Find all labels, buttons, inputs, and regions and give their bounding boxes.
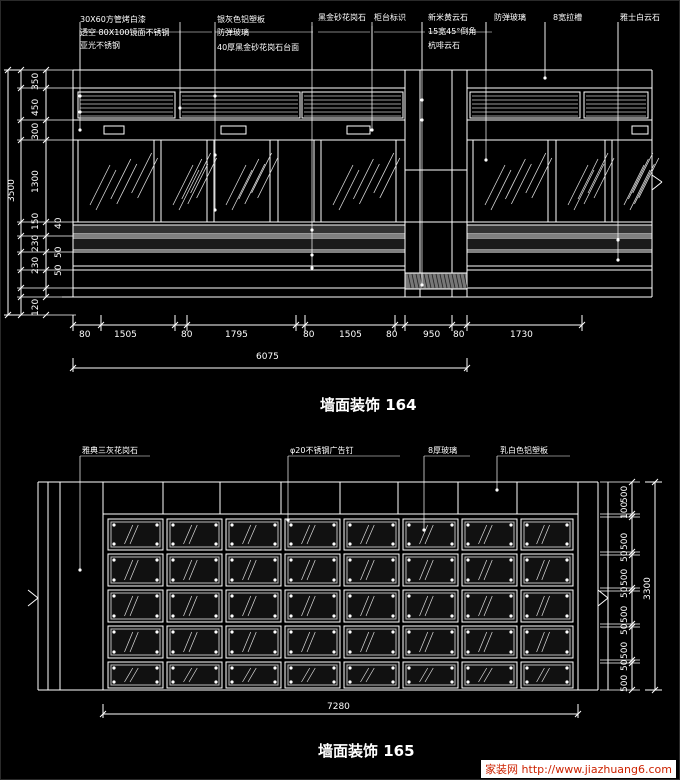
dim-v-7: 230 <box>31 256 41 274</box>
dim165-v-4: 500 <box>620 568 630 586</box>
dim-h-6: 80 <box>386 330 398 340</box>
dim-v-8: 50 <box>54 246 64 258</box>
callout-black-granite: 黑金砂花岗石 <box>318 13 366 22</box>
dim165-v-1: 100 <box>620 501 630 519</box>
dim-h-5: 1505 <box>339 330 362 340</box>
dim-v-0: 350 <box>31 72 41 90</box>
callout-granite-counter: 40厚黑金砂花岗石台面 <box>217 43 300 52</box>
dim-total-height-164: 3500 <box>7 179 17 202</box>
dim-total-height-165: 3300 <box>643 577 653 600</box>
callout-beige-marble: 新米黄云石 <box>428 13 468 22</box>
dim-h-8: 80 <box>453 330 465 340</box>
callout-ad-nail: φ20不锈钢广告钉 <box>290 446 354 455</box>
dim-v-3: 1300 <box>31 170 41 193</box>
callout-bulletproof-glass-right: 防弹玻璃 <box>494 13 526 22</box>
callout-mirror-steel: 透空 80X100镜面不锈钢 <box>80 28 170 37</box>
callout-glass: 8厚玻璃 <box>428 446 458 455</box>
dim165-v-5: 50 <box>620 586 630 598</box>
callout-white-marble: 雅士白云石 <box>620 13 660 22</box>
callout-athens-granite: 雅典三灰花岗石 <box>82 446 138 455</box>
callout-counter-sign: 柜台标识 <box>374 13 406 22</box>
dim-v-2: 300 <box>31 122 41 140</box>
callout-aluminum-panel: 银灰色铝塑板 <box>217 15 265 24</box>
callout-brown-marble: 杭啡云石 <box>428 41 460 50</box>
dim-h-1: 1505 <box>114 330 137 340</box>
dim165-v-10: 500 <box>620 674 630 692</box>
dim-h-9: 1730 <box>510 330 533 340</box>
dim-h-3: 1795 <box>225 330 248 340</box>
title-164: 墙面装饰 164 <box>320 396 417 414</box>
callout-groove: 8宽拉槽 <box>553 13 583 22</box>
dim165-v-8: 500 <box>620 641 630 659</box>
dim-v-4: 150 <box>31 212 41 230</box>
dim-h-0: 80 <box>79 330 91 340</box>
dim-v-6: 230 <box>31 234 41 252</box>
callout-white-panel: 乳白色铝塑板 <box>500 446 548 455</box>
dim-v-10: 120 <box>31 298 41 316</box>
dim165-v-2: 500 <box>620 532 630 550</box>
dim-h-2: 80 <box>181 330 193 340</box>
dim-v-5: 40 <box>54 217 64 229</box>
callout-bulletproof-glass-left: 防弹玻璃 <box>217 28 249 37</box>
title-165: 墙面装饰 165 <box>318 742 415 760</box>
dim-v-1: 450 <box>31 98 41 116</box>
callout-matte-steel: 亚光不锈钢 <box>80 41 120 50</box>
callout-chamfer: 15宽45°倒角 <box>428 27 477 36</box>
dim165-v-3: 50 <box>620 550 630 562</box>
dim165-v-0: 500 <box>620 485 630 503</box>
dim-h-7: 950 <box>423 330 441 340</box>
dim165-v-9: 50 <box>620 659 630 671</box>
callout-square-tube: 30X60方管烤白漆 <box>80 15 146 24</box>
dim165-v-7: 50 <box>620 623 630 635</box>
dim-total-width-165: 7280 <box>327 702 350 712</box>
dim165-v-6: 500 <box>620 605 630 623</box>
dim-total-width-164: 6075 <box>256 352 279 362</box>
dim-h-4: 80 <box>303 330 315 340</box>
site-watermark: 家装网 http://www.jiazhuang6.com <box>481 760 676 778</box>
dim-v-9: 50 <box>54 264 64 276</box>
